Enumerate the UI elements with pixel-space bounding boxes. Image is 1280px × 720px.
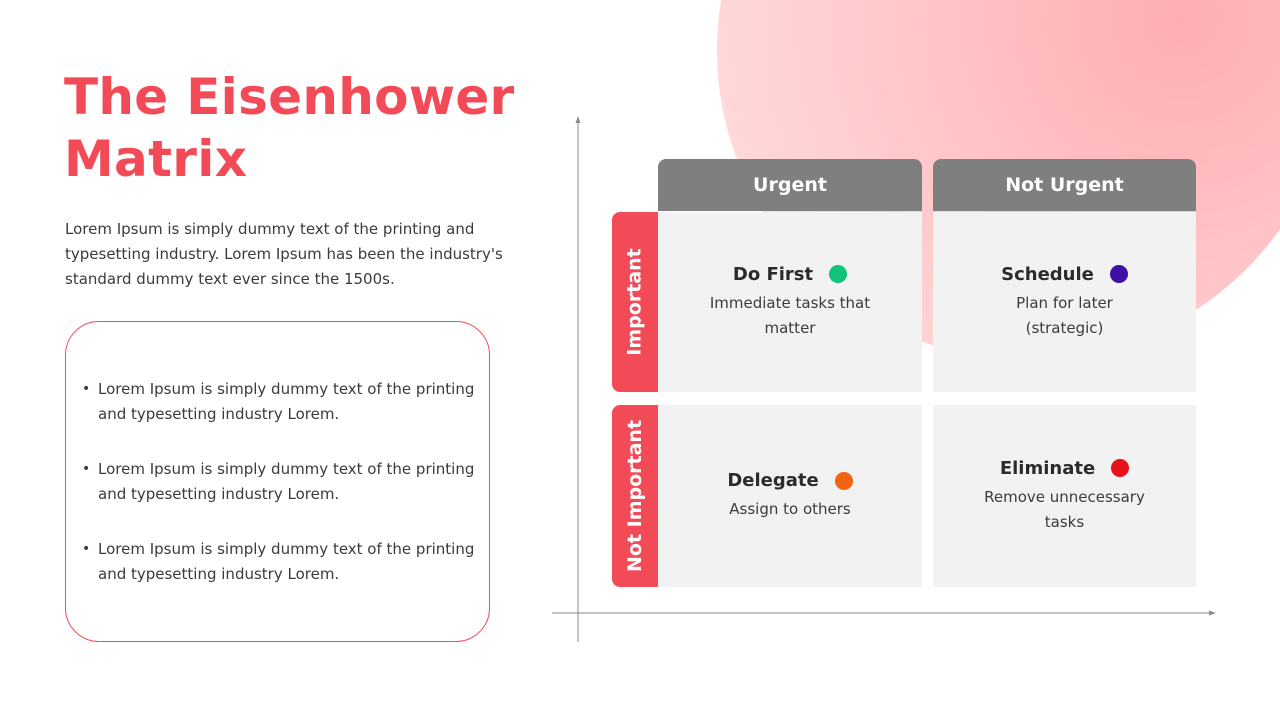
- bullet-dot-icon: •: [82, 461, 91, 477]
- cell-title-text: Do First: [732, 263, 814, 285]
- bullet-item: • Lorem Ipsum is simply dummy text of the…: [82, 377, 478, 427]
- row-header-label: Important: [624, 248, 646, 356]
- cell-desc-line: Plan for later: [1016, 293, 1113, 312]
- row-header-not-important: Not Important: [612, 405, 658, 587]
- cell-title: Delegate: [727, 470, 853, 491]
- bullet-list: • Lorem Ipsum is simply dummy text of the…: [82, 377, 478, 617]
- cell-description: Remove unnecessary tasks: [984, 485, 1145, 535]
- x-axis-arrow-icon: [1209, 610, 1216, 616]
- cell-title-text: Schedule: [1001, 263, 1094, 285]
- cell-description: Assign to others: [729, 497, 850, 522]
- red-dot-icon: [1111, 459, 1130, 477]
- row-header-important: Important: [612, 212, 658, 392]
- cell-desc-line: Remove unnecessary: [984, 487, 1145, 506]
- cell-desc-line: (strategic): [1025, 318, 1104, 337]
- intro-text: Lorem Ipsum is simply dummy text of the …: [65, 220, 503, 288]
- bullet-text: Lorem Ipsum is simply dummy text of the …: [98, 380, 475, 423]
- bullet-item: • Lorem Ipsum is simply dummy text of the…: [82, 537, 478, 587]
- cell-title-text: Delegate: [727, 470, 819, 491]
- cell-do-first: Do First Immediate tasks that matter: [658, 212, 922, 392]
- cell-title: Do First: [732, 263, 848, 285]
- orange-dot-icon: [834, 471, 853, 490]
- cell-delegate: Delegate Assign to others: [658, 405, 922, 587]
- cell-desc-line: matter: [764, 318, 816, 337]
- row-header-label: Not Important: [624, 419, 646, 573]
- bullet-text: Lorem Ipsum is simply dummy text of the …: [98, 540, 475, 583]
- title-line-2: Matrix: [64, 130, 248, 188]
- title-line-1: The Eisenhower: [64, 68, 515, 126]
- cell-description: Plan for later (strategic): [1016, 291, 1113, 341]
- cell-title: Schedule: [1001, 264, 1128, 285]
- bullet-item: • Lorem Ipsum is simply dummy text of the…: [82, 457, 478, 507]
- cell-schedule: Schedule Plan for later (strategic): [933, 212, 1196, 392]
- bullet-dot-icon: •: [82, 381, 91, 397]
- cell-title-text: Eliminate: [999, 457, 1096, 479]
- cell-desc-line: Immediate tasks that: [709, 293, 871, 312]
- column-header-urgent: Urgent: [658, 159, 922, 211]
- bullet-dot-icon: •: [82, 541, 91, 557]
- cell-desc-line: Assign to others: [729, 500, 851, 518]
- bullet-card: • Lorem Ipsum is simply dummy text of the…: [65, 321, 490, 642]
- y-axis-arrow-icon: [575, 116, 581, 123]
- bullet-text: Lorem Ipsum is simply dummy text of the …: [98, 460, 475, 503]
- cell-title: Eliminate: [999, 457, 1130, 479]
- slide-title: The Eisenhower Matrix: [64, 66, 515, 190]
- column-header-not-urgent: Not Urgent: [933, 159, 1196, 211]
- cell-description: Immediate tasks that matter: [710, 291, 870, 341]
- green-dot-icon: [829, 265, 848, 283]
- cell-eliminate: Eliminate Remove unnecessary tasks: [933, 405, 1196, 587]
- purple-dot-icon: [1109, 265, 1128, 283]
- cell-desc-line: tasks: [1044, 512, 1085, 531]
